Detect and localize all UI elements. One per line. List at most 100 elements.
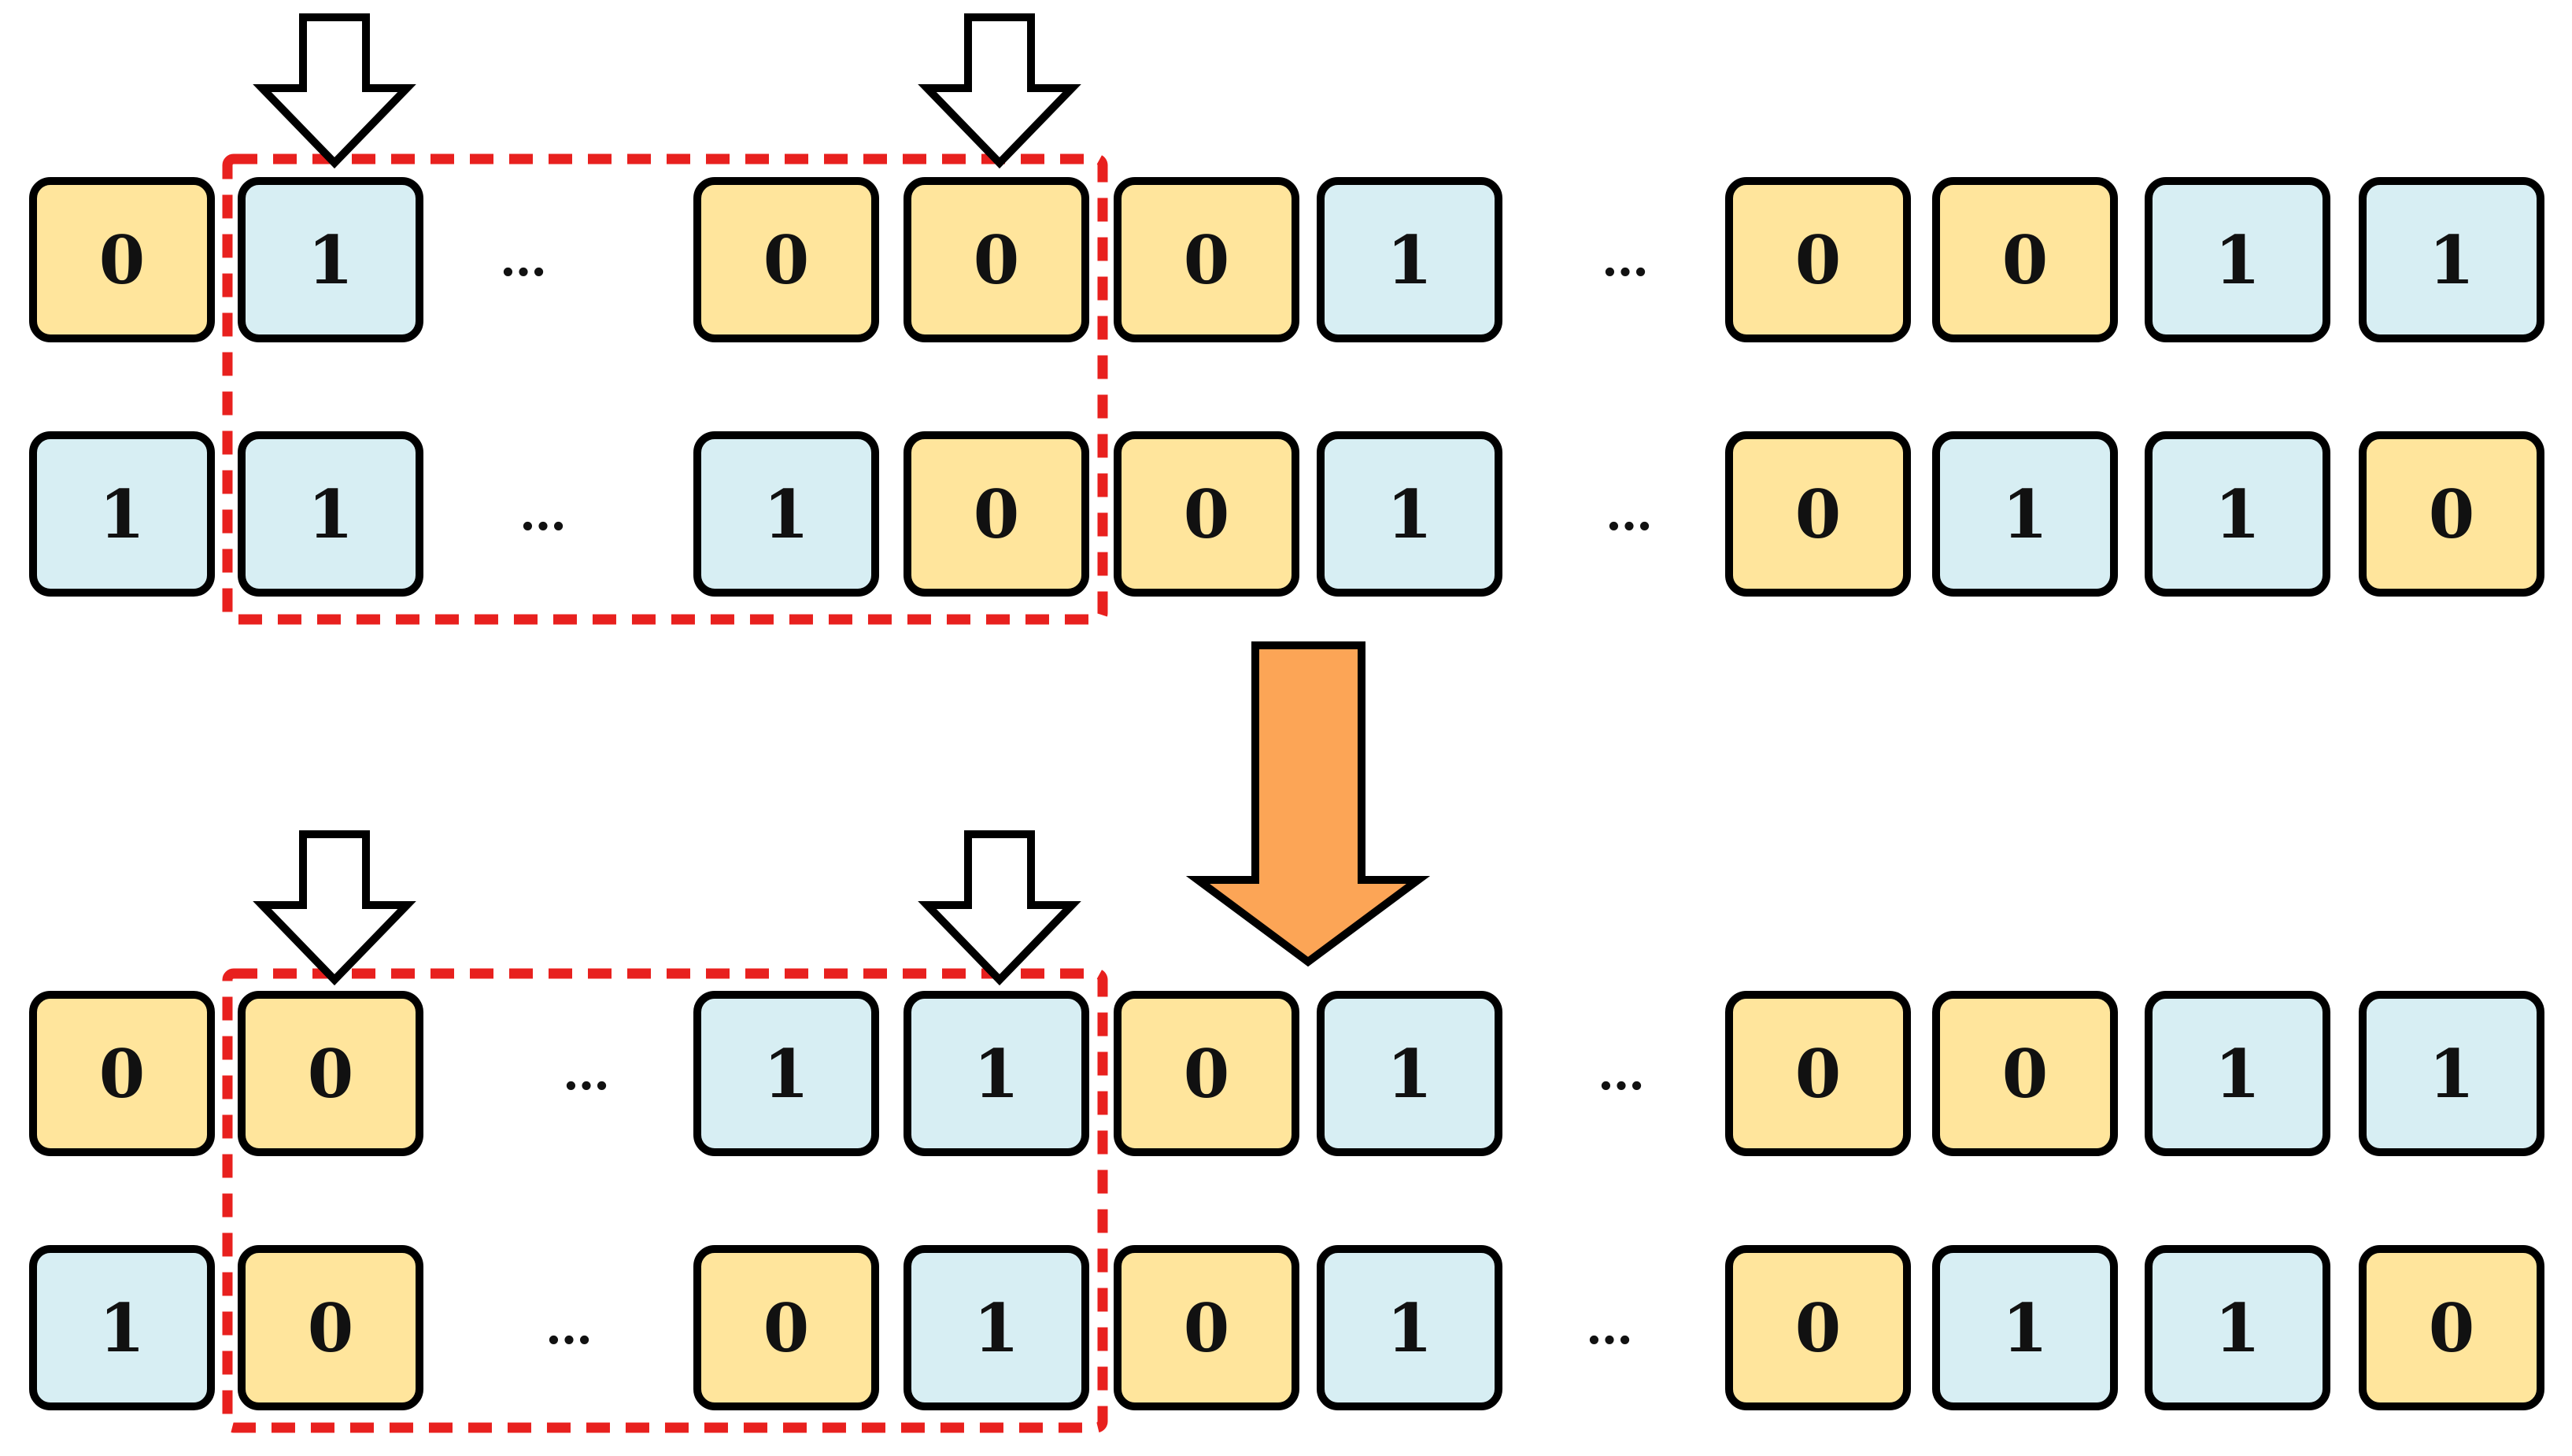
bit-cell-box — [2145, 431, 2330, 597]
bit-cell-box — [693, 1245, 879, 1410]
bit-cell-box — [29, 431, 215, 597]
crossover-point-arrow-icon — [918, 13, 1081, 169]
bit-value: 0 — [1795, 1035, 1841, 1113]
bit-cell-box — [1932, 991, 2118, 1156]
bit-cell-before: 1 — [2145, 431, 2330, 597]
crossover-point-arrow-icon — [918, 830, 1081, 986]
ellipsis: … — [519, 486, 567, 541]
bit-cell-box — [29, 1245, 215, 1410]
bit-value: 1 — [2215, 475, 2260, 553]
bit-cell-before: 0 — [904, 177, 1089, 342]
bit-value: 1 — [2002, 475, 2048, 553]
bit-cell-box — [1114, 431, 1299, 597]
bit-value: 1 — [1387, 1035, 1432, 1113]
bit-value: 0 — [2429, 1289, 2474, 1367]
bit-value: 1 — [763, 475, 809, 553]
bit-cell-after: 1 — [904, 991, 1089, 1156]
bit-value: 0 — [1184, 1035, 1229, 1113]
ellipsis-marks: …………………… — [500, 232, 1653, 1355]
bit-value: 0 — [1184, 475, 1229, 553]
bit-value: 0 — [308, 1289, 353, 1367]
bit-value: 0 — [1184, 221, 1229, 299]
transition-arrow-icon — [1185, 641, 1431, 967]
bit-value: 0 — [99, 221, 145, 299]
bit-cell-after: 0 — [238, 1245, 423, 1410]
bit-cell-after: 0 — [29, 991, 215, 1156]
bit-cell-after: 0 — [238, 991, 423, 1156]
bit-cell-box — [2145, 177, 2330, 342]
bit-cell-box — [2145, 1245, 2330, 1410]
bit-cell-box — [2145, 991, 2330, 1156]
bit-cell-box — [29, 177, 215, 342]
bit-value: 0 — [99, 1035, 145, 1113]
bit-cell-after: 0 — [1114, 1245, 1299, 1410]
bit-cell-box — [238, 1245, 423, 1410]
bit-value: 1 — [99, 475, 145, 553]
bit-cell-after: 1 — [1932, 1245, 2118, 1410]
bit-cell-after: 0 — [1725, 991, 1911, 1156]
bit-value: 1 — [1387, 221, 1432, 299]
crossover-segment-box-after — [222, 968, 1108, 1433]
bit-cell-box — [1932, 431, 2118, 597]
bit-cell-box — [1317, 1245, 1502, 1410]
bit-cell-before: 1 — [1932, 431, 2118, 597]
bit-cell-before: 1 — [29, 431, 215, 597]
ellipsis: … — [1606, 486, 1653, 541]
bit-value: 1 — [2429, 221, 2474, 299]
bit-cell-before: 0 — [29, 177, 215, 342]
bit-cell-after: 1 — [2145, 991, 2330, 1156]
bit-value: 1 — [2002, 1289, 2048, 1367]
bit-value: 0 — [763, 1289, 809, 1367]
bit-value: 0 — [763, 221, 809, 299]
ellipsis: … — [1598, 1046, 1645, 1101]
bit-cell-after: 0 — [1932, 991, 2118, 1156]
bit-cell-before: 0 — [1725, 177, 1911, 342]
ellipsis: … — [1602, 232, 1649, 287]
bit-cell-after: 1 — [1317, 1245, 1502, 1410]
bit-value: 1 — [974, 1035, 1019, 1113]
bit-cell-box — [1725, 177, 1911, 342]
bit-value: 0 — [308, 1035, 353, 1113]
crossover-point-arrow-icon — [253, 830, 416, 986]
bit-cell-after: 0 — [1725, 1245, 1911, 1410]
bit-cell-box — [2359, 991, 2544, 1156]
bit-cell-before: 0 — [1725, 431, 1911, 597]
crossover-point-arrow-icon — [253, 13, 416, 169]
bit-value: 1 — [974, 1289, 1019, 1367]
bit-cell-box — [2359, 431, 2544, 597]
bit-cell-after: 1 — [2145, 1245, 2330, 1410]
bit-cell-box — [904, 431, 1089, 597]
bit-cell-before: 1 — [1317, 177, 1502, 342]
ellipsis: … — [545, 1300, 593, 1355]
bit-cell-before: 0 — [2359, 431, 2544, 597]
bit-cell-box — [1114, 1245, 1299, 1410]
bit-cell-box — [2359, 177, 2544, 342]
bit-cell-box — [1317, 991, 1502, 1156]
bit-cell-box — [904, 1245, 1089, 1410]
bit-value: 0 — [1184, 1289, 1229, 1367]
bit-cell-before: 0 — [693, 177, 879, 342]
arrows — [253, 13, 1431, 986]
ellipsis: … — [563, 1046, 610, 1101]
bit-cell-box — [1932, 1245, 2118, 1410]
bit-value: 0 — [974, 221, 1019, 299]
bit-cell-after: 0 — [2359, 1245, 2544, 1410]
bit-cell-after: 1 — [29, 1245, 215, 1410]
bit-value: 1 — [2429, 1035, 2474, 1113]
bit-cell-before: 0 — [1114, 177, 1299, 342]
bit-cell-before: 1 — [238, 177, 423, 342]
bit-value: 0 — [2002, 221, 2048, 299]
bit-cell-box — [1114, 177, 1299, 342]
bit-cell-before: 0 — [1114, 431, 1299, 597]
bit-cell-after: 0 — [693, 1245, 879, 1410]
bit-cell-after: 1 — [693, 991, 879, 1156]
bit-cell-box — [1317, 431, 1502, 597]
bit-value: 1 — [2215, 1289, 2260, 1367]
bit-cell-box — [693, 177, 879, 342]
bit-value: 1 — [1387, 475, 1432, 553]
bit-cell-box — [1932, 177, 2118, 342]
bit-cell-after: 1 — [2359, 991, 2544, 1156]
